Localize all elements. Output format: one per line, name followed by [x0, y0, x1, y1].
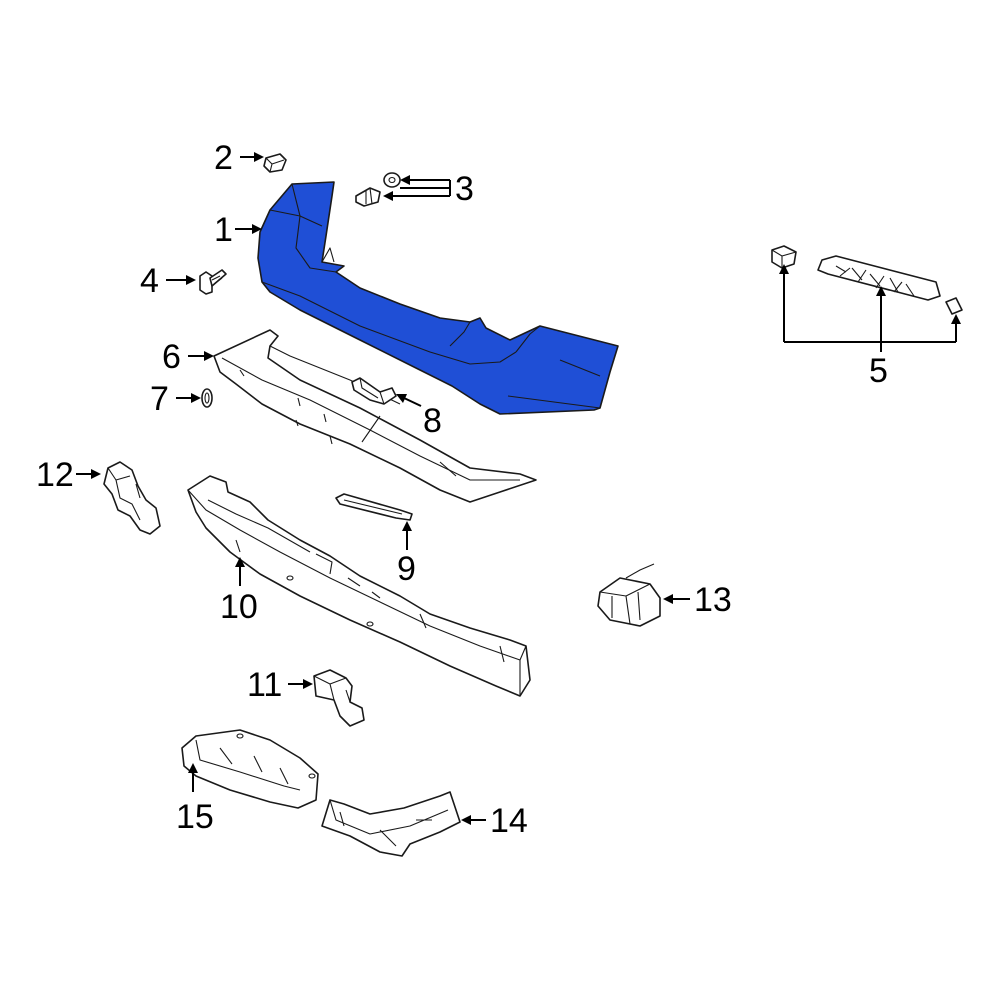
callout-15[interactable]: 15: [176, 798, 214, 836]
callout-numbers: 1 2 3 4 5 6 7 8 9 10 11 12 13 14 15: [36, 139, 888, 840]
impact-bar-icon[interactable]: [187, 475, 531, 697]
mount-bracket-icon[interactable]: [313, 669, 365, 727]
bolt-washer-icon[interactable]: [355, 172, 401, 207]
callout-5[interactable]: 5: [869, 352, 888, 390]
trim-strip-icon[interactable]: [335, 493, 413, 521]
sensor-icon[interactable]: [597, 563, 661, 627]
leader-lines: [76, 152, 961, 825]
callout-3[interactable]: 3: [455, 170, 474, 208]
callout-4[interactable]: 4: [140, 262, 159, 300]
clip-icon[interactable]: [263, 153, 287, 173]
callout-14[interactable]: 14: [490, 802, 528, 840]
callout-13[interactable]: 13: [694, 581, 732, 619]
grommet-icon[interactable]: [201, 388, 213, 408]
bracket-icon[interactable]: [351, 377, 397, 405]
callout-7[interactable]: 7: [150, 380, 169, 418]
lower-valance-icon[interactable]: [213, 329, 537, 503]
callout-12[interactable]: 12: [36, 456, 74, 494]
screw-icon[interactable]: [199, 269, 227, 295]
bumper-cover-icon[interactable]: [257, 181, 619, 415]
callout-1[interactable]: 1: [214, 211, 233, 249]
callout-8[interactable]: 8: [423, 402, 442, 440]
callout-11[interactable]: 11: [247, 666, 282, 704]
retainer-bracket-icon[interactable]: [771, 245, 963, 315]
callout-2[interactable]: 2: [214, 139, 233, 177]
callout-9[interactable]: 9: [397, 550, 416, 588]
splash-shield-icon[interactable]: [321, 791, 461, 857]
callout-10[interactable]: 10: [220, 588, 258, 626]
callout-6[interactable]: 6: [162, 338, 181, 376]
side-bracket-icon[interactable]: [103, 461, 161, 535]
under-cover-icon[interactable]: [181, 729, 319, 809]
